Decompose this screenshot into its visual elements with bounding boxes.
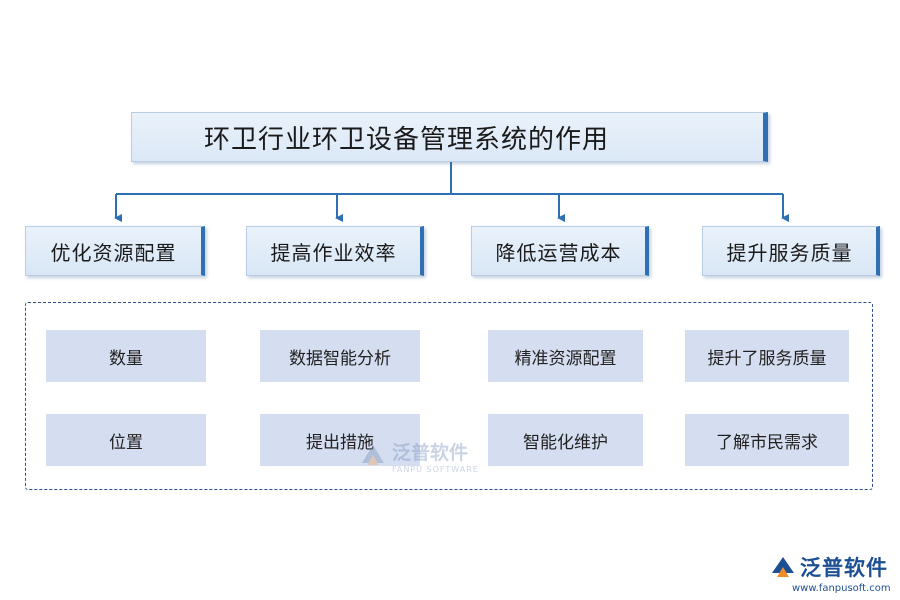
detail-item-6: 提出措施 <box>260 414 420 466</box>
detail-item-3: 精准资源配置 <box>488 330 643 382</box>
category-label: 提升服务质量 <box>726 240 853 265</box>
detail-item-label: 数据智能分析 <box>289 348 391 369</box>
detail-item-label: 智能化维护 <box>523 432 608 453</box>
category-label: 提高作业效率 <box>270 240 397 265</box>
category-box-3: 降低运营成本 <box>471 226 649 276</box>
detail-item-5: 位置 <box>46 414 206 466</box>
fanpu-logo-icon <box>772 557 794 577</box>
category-box-4: 提升服务质量 <box>702 226 880 276</box>
detail-panel <box>25 302 873 490</box>
detail-item-label: 了解市民需求 <box>716 432 818 453</box>
detail-item-7: 智能化维护 <box>488 414 643 466</box>
diagram-title-text: 环卫行业环卫设备管理系统的作用 <box>204 124 610 155</box>
category-box-2: 提高作业效率 <box>246 226 424 276</box>
category-box-1: 优化资源配置 <box>25 226 205 276</box>
detail-item-label: 位置 <box>109 432 143 453</box>
logo-url: www.fanpusoft.com <box>792 583 891 594</box>
detail-item-1: 数量 <box>46 330 206 382</box>
diagram-title: 环卫行业环卫设备管理系统的作用 <box>131 112 768 162</box>
detail-item-8: 了解市民需求 <box>685 414 849 466</box>
category-label: 优化资源配置 <box>50 240 177 265</box>
detail-item-label: 数量 <box>109 348 143 369</box>
category-label: 降低运营成本 <box>495 240 622 265</box>
detail-item-label: 提升了服务质量 <box>707 348 827 369</box>
detail-item-2: 数据智能分析 <box>260 330 420 382</box>
detail-item-label: 精准资源配置 <box>514 348 617 369</box>
detail-item-4: 提升了服务质量 <box>685 330 849 382</box>
logo-name: 泛普软件 <box>800 556 888 580</box>
detail-item-label: 提出措施 <box>306 432 374 453</box>
brand-logo: 泛普软件 www.fanpusoft.com <box>770 552 891 594</box>
